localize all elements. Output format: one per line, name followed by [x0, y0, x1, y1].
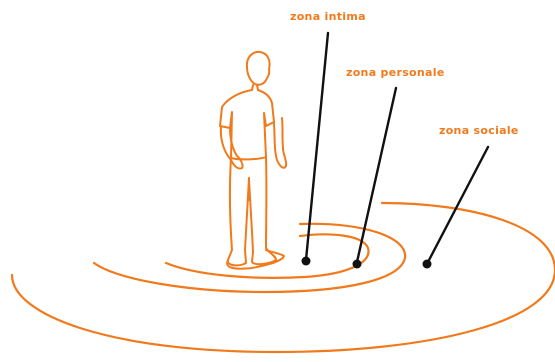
person-figure — [220, 52, 286, 269]
person-torso — [220, 85, 274, 159]
intimate-zone-arc — [166, 234, 368, 278]
zone-arcs — [12, 203, 555, 352]
pointer-sociale-dot — [423, 260, 432, 269]
label-zona-sociale: zona sociale — [439, 124, 519, 137]
label-zona-personale: zona personale — [346, 66, 445, 79]
pointer-intima-dot — [302, 257, 311, 266]
person-right-arm — [274, 118, 286, 168]
pointer-personale-dot — [353, 260, 362, 269]
person-legs — [228, 157, 276, 265]
pointer-personale-line — [357, 88, 396, 262]
label-zona-intima: zona intima — [290, 10, 366, 23]
pointer-sociale-line — [428, 147, 488, 262]
pointer-intima-line — [306, 33, 328, 260]
person-head — [247, 52, 270, 85]
